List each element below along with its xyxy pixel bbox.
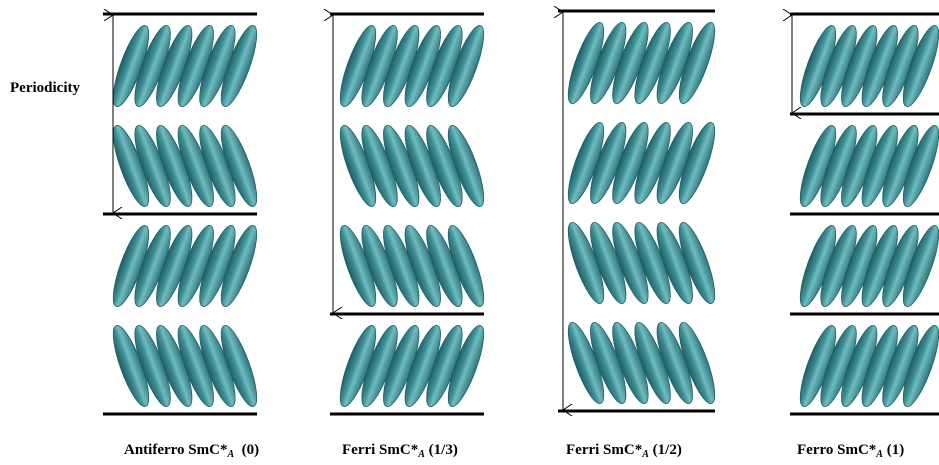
phase-column	[103, 14, 258, 416]
phase-ratio: (0)	[241, 442, 260, 458]
molecule	[447, 125, 485, 207]
phase-label-ferro: Ferro SmC*A (1)	[797, 442, 904, 460]
phase-column	[558, 11, 716, 411]
molecule	[678, 122, 716, 204]
smectic-layer	[112, 225, 258, 307]
smectic-layer	[799, 125, 939, 207]
molecule	[902, 25, 939, 107]
smectic-layer	[799, 325, 939, 407]
phase-label-ferri-1-2: Ferri SmC*A (1/2)	[566, 442, 682, 460]
smectic-layer	[799, 225, 939, 307]
molecule	[220, 325, 258, 407]
molecule	[678, 22, 716, 104]
phase-name: Ferro SmC*	[797, 442, 877, 458]
molecule	[902, 125, 939, 207]
molecule	[220, 25, 258, 107]
molecule	[220, 125, 258, 207]
phase-subscript: A	[418, 449, 425, 460]
phase-column	[790, 14, 939, 416]
phase-ratio: (1/2)	[652, 442, 682, 458]
smectic-layer	[567, 222, 716, 304]
smectic-layer	[339, 125, 485, 207]
phase-label-ferri-1-3: Ferri SmC*A (1/3)	[342, 442, 458, 460]
molecule	[678, 322, 716, 404]
molecule	[902, 325, 939, 407]
smectic-layer	[112, 125, 258, 207]
phase-name: Antiferro SmC*	[124, 442, 228, 458]
smectic-layer	[567, 322, 716, 404]
smectic-layer	[799, 25, 939, 107]
phase-ratio: (1/3)	[428, 442, 458, 458]
smectic-layer	[567, 122, 716, 204]
smectic-layer	[112, 25, 258, 107]
periodicity-label: Periodicity	[10, 80, 80, 96]
phase-subscript: A	[227, 449, 235, 460]
phase-subscript: A	[876, 449, 883, 460]
molecule	[447, 225, 485, 307]
smectic-layer	[339, 25, 485, 107]
molecule	[447, 25, 485, 107]
smectic-layer	[339, 225, 485, 307]
phase-name: Ferri SmC*	[342, 442, 419, 458]
molecule	[220, 225, 258, 307]
molecule	[902, 225, 939, 307]
phase-column	[330, 14, 485, 416]
smectic-layer	[112, 325, 258, 407]
phase-name: Ferri SmC*	[566, 442, 643, 458]
molecule	[447, 325, 485, 407]
phase-subscript: A	[642, 449, 649, 460]
molecule	[678, 222, 716, 304]
phase-ratio: (1)	[886, 442, 905, 458]
smectic-layer	[339, 325, 485, 407]
phase-label-antiferro: Antiferro SmC*A (0)	[124, 442, 259, 460]
smectic-layer	[567, 22, 716, 104]
